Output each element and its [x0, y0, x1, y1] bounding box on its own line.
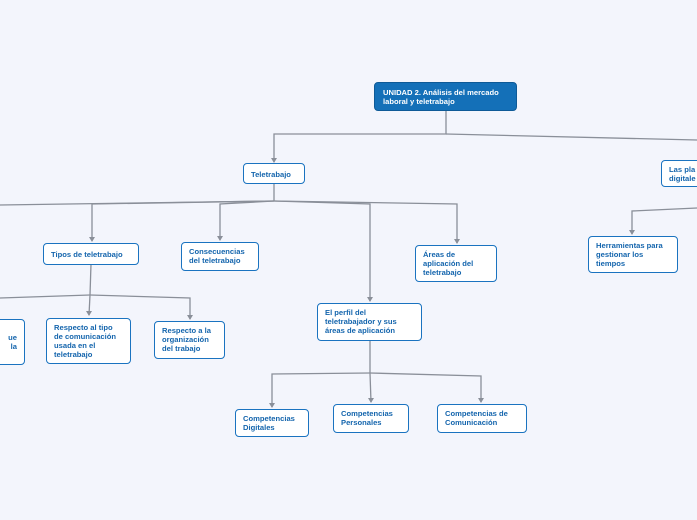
arrow-consecuencias: [217, 236, 223, 241]
arrow-organizacion: [187, 315, 193, 320]
topic-node-teletrabajo[interactable]: Teletrabajo: [243, 163, 305, 184]
topic-node-organizacion-trabajo[interactable]: Respecto a la organización del trabajo: [154, 321, 225, 359]
connector-to-comunicacion-comp: [369, 372, 482, 402]
topic-node-perfil-teletrabajador[interactable]: El perfil del teletrabajador y sus áreas…: [317, 303, 422, 341]
connector-to-perfil: [273, 200, 371, 301]
arrow-comunicacion-comp: [478, 398, 484, 403]
topic-node-areas-aplicacion[interactable]: Áreas de aplicación del teletrabajo: [415, 245, 497, 282]
connector-to-areas: [273, 200, 458, 243]
topic-node-clipped-left[interactable]: ue la: [0, 319, 25, 365]
arrow-areas: [454, 239, 460, 244]
connector-root-plataformas: [445, 133, 697, 141]
topic-node-consecuencias[interactable]: Consecuencias del teletrabajo: [181, 242, 259, 271]
topic-node-tipo-comunicacion[interactable]: Respecto al tipo de comunicación usada e…: [46, 318, 131, 364]
connector-to-personales: [369, 372, 372, 403]
connector-to-herramientas: [631, 207, 697, 234]
topic-node-competencias-digitales[interactable]: Competencias Digitales: [235, 409, 309, 437]
connector-to-left-clipped: [0, 294, 91, 299]
connector-to-organizacion: [89, 294, 191, 319]
connector-to-digitales: [271, 372, 371, 407]
connector-root-teletrabajo: [273, 110, 447, 162]
arrow-personales: [368, 398, 374, 403]
topic-node-competencias-comunicacion[interactable]: Competencias de Comunicación: [437, 404, 527, 433]
arrow-teletrabajo: [271, 158, 277, 163]
topic-node-herramientas[interactable]: Herramientas para gestionar los tiempos: [588, 236, 678, 273]
arrow-perfil: [367, 297, 373, 302]
arrow-digitales: [269, 403, 275, 408]
arrow-herramientas: [629, 230, 635, 235]
arrow-comunicacion: [86, 311, 92, 316]
arrow-tipos: [89, 237, 95, 242]
root-topic-node[interactable]: UNIDAD 2. Análisis del mercado laboral y…: [374, 82, 517, 111]
connector-to-tipos: [91, 200, 275, 241]
topic-node-plataformas[interactable]: Las pla digitale: [661, 160, 697, 187]
connector-to-consecuencias: [219, 200, 275, 240]
topic-node-tipos-teletrabajo[interactable]: Tipos de teletrabajo: [43, 243, 139, 265]
connector-tipos-hub: [89, 263, 92, 296]
topic-node-competencias-personales[interactable]: Competencias Personales: [333, 404, 409, 433]
